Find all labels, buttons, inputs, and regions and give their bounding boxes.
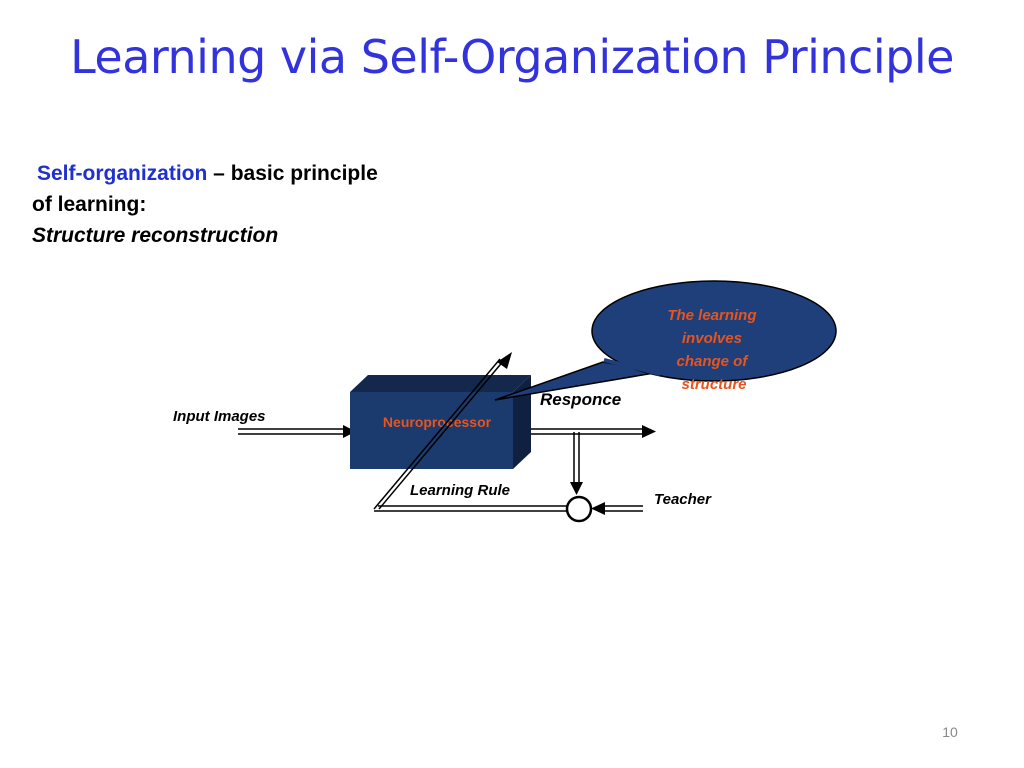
page-number: 10 — [942, 724, 958, 740]
body-line3: Structure reconstruction — [32, 224, 279, 247]
callout-bubble: The learning involves change of structur… — [494, 280, 837, 401]
comparator-circle — [565, 495, 593, 523]
body-line2: of learning: — [32, 193, 147, 216]
block-label: Neuroprocessor — [383, 414, 492, 430]
keyword-self-organization: Self-organization — [37, 162, 208, 185]
structure-change-arrow — [373, 352, 512, 510]
body-text: Self-organization – basic principle of l… — [32, 158, 492, 251]
feedback-down-arrow — [570, 432, 583, 495]
teacher-arrow — [591, 502, 643, 515]
output-arrow — [531, 425, 656, 438]
responce-label: Responce — [540, 390, 621, 409]
slide-title: Learning via Self-Organization Principle — [70, 30, 954, 84]
block-front-face — [350, 392, 513, 469]
callout-line-1: The learning — [667, 307, 756, 324]
callout-line-2: involves — [682, 330, 742, 347]
learning-rule-label: Learning Rule — [410, 482, 510, 499]
callout-text: The learning involves change of structur… — [667, 307, 760, 393]
teacher-label: Teacher — [654, 491, 712, 508]
block-side-face — [513, 375, 531, 469]
callout-line-4: structure — [681, 376, 746, 393]
block-top-face — [350, 375, 531, 392]
learning-rule-line — [374, 505, 567, 512]
body-line1-rest: – basic principle — [207, 162, 378, 185]
callout-line-3: change of — [676, 353, 749, 370]
input-images-label: Input Images — [173, 408, 266, 425]
input-arrow — [238, 425, 356, 438]
neuroprocessor-block: Neuroprocessor — [350, 375, 531, 469]
